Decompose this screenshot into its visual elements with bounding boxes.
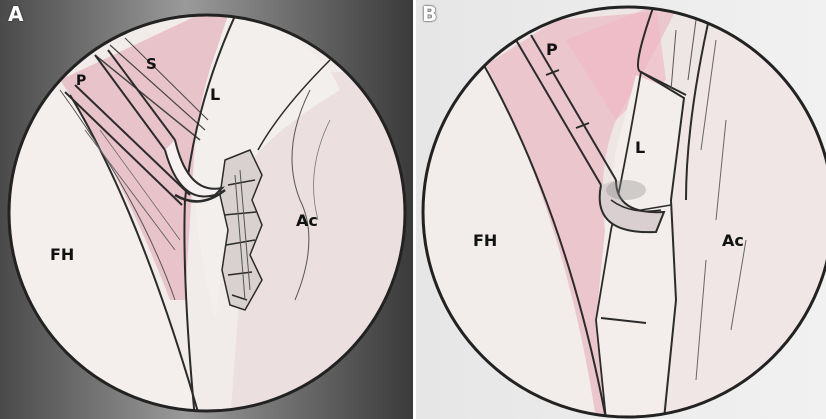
label-l: L — [635, 140, 645, 156]
panel-b-illustration — [416, 0, 826, 419]
label-ac: Ac — [722, 233, 744, 249]
label-ac: Ac — [296, 213, 318, 229]
label-l: L — [210, 87, 220, 103]
panel-a: A P S L Ac FH — [0, 0, 413, 419]
label-p: P — [546, 42, 558, 58]
label-fh: FH — [473, 233, 497, 249]
panel-letter-a: A — [8, 4, 23, 24]
label-s: S — [146, 57, 157, 72]
label-fh: FH — [50, 247, 74, 263]
panel-a-illustration — [0, 0, 413, 419]
panel-letter-b: B — [422, 4, 437, 24]
label-p: P — [76, 74, 86, 88]
panel-b: B P L Ac FH — [416, 0, 826, 419]
